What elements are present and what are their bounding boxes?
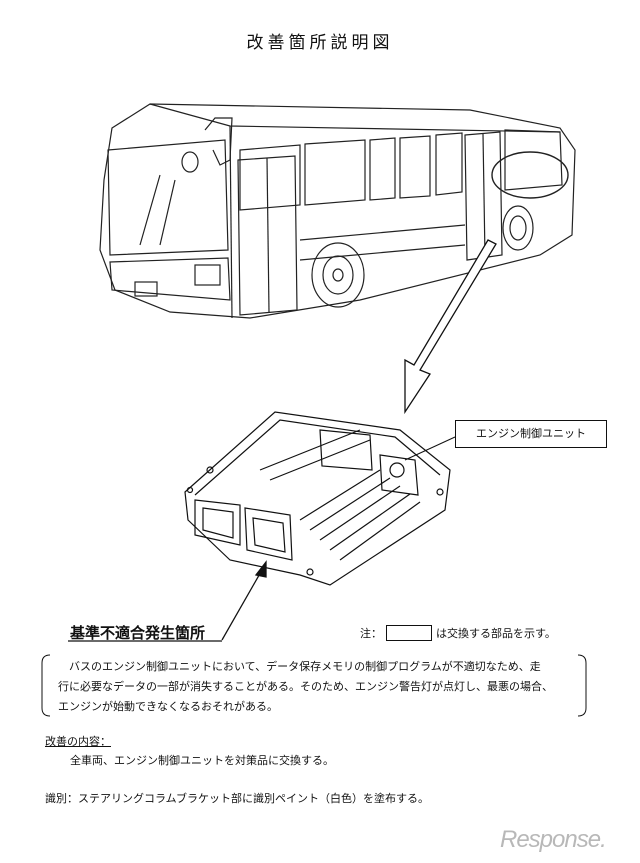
description-line: 行に必要なデータの一部が消失することがある。そのため、エンジン警告灯が点灯し、最… <box>58 680 553 693</box>
response-watermark: Response. <box>500 826 607 853</box>
improvement-heading: 改善の内容： <box>45 735 111 748</box>
replacement-legend-box <box>386 625 432 641</box>
page-title: 改善箇所説明図 <box>246 33 394 53</box>
note-prefix: 注： <box>360 627 382 640</box>
description-line: エンジンが始動できなくなるおそれがある。 <box>58 700 278 713</box>
identification-text: 識別：ステアリングコラムブラケット部に識別ペイント（白色）を塗布する。 <box>45 792 430 805</box>
description-line: バスのエンジン制御ユニットにおいて、データ保存メモリの制御プログラムが不適切なた… <box>69 660 541 673</box>
improvement-body: 全車両、エンジン制御ユニットを対策品に交換する。 <box>70 754 334 767</box>
note-suffix: は交換する部品を示す。 <box>436 627 556 640</box>
defect-location-label: 基準不適合発生箇所 <box>70 624 206 642</box>
note: 注： は交換する部品を示す。 <box>360 625 556 641</box>
ecu-callout-label: エンジン制御ユニット <box>455 420 607 448</box>
defect-description: バスのエンジン制御ユニットにおいて、データ保存メモリの制御プログラムが不適切なた… <box>58 657 578 717</box>
